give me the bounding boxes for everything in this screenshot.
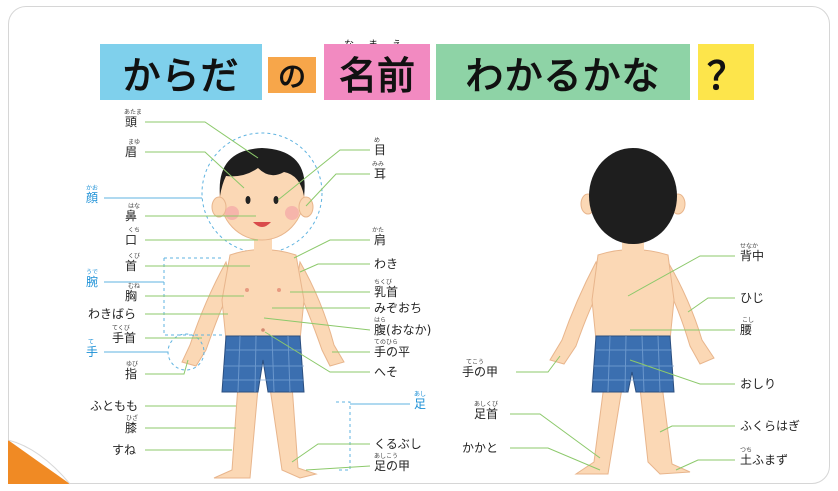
label-ruby-chest: むね bbox=[128, 283, 140, 290]
label-hand: 手 bbox=[86, 345, 98, 359]
card-frame bbox=[8, 6, 830, 484]
label-face: 顔 bbox=[86, 190, 98, 205]
label-ear: 耳 bbox=[374, 167, 386, 181]
title-box-question: ？ bbox=[698, 44, 754, 100]
title-text-wakarukana: わかるかな bbox=[465, 53, 661, 98]
label-back-of-hand: 手の甲 bbox=[462, 365, 498, 379]
label-mizoochi: みぞおち bbox=[374, 301, 422, 315]
label-ruby-instep: あしこう bbox=[374, 453, 398, 460]
title-text-namae: 名前 bbox=[338, 53, 415, 98]
corner-fold bbox=[8, 440, 70, 484]
label-wrist: 手首 bbox=[112, 331, 136, 345]
back-boy-illustration bbox=[549, 148, 715, 475]
label-ruby-mouth: くち bbox=[128, 227, 140, 234]
label-ruby-knee: ひざ bbox=[126, 414, 138, 422]
label-ruby-nipple: ちくび bbox=[374, 278, 392, 286]
label-ruby-eye: め bbox=[374, 137, 380, 144]
label-sune: すね bbox=[112, 443, 136, 457]
label-back: 背中 bbox=[740, 248, 764, 263]
label-ruby-ankle: あしくび bbox=[474, 400, 498, 408]
label-waist: 腰 bbox=[740, 323, 752, 337]
label-ruby-nose: はな bbox=[128, 203, 140, 210]
label-palm: 手の平 bbox=[374, 345, 410, 359]
label-ruby-back-of-hand: てこう bbox=[466, 359, 484, 366]
label-nose: 鼻 bbox=[125, 208, 137, 223]
title-text-karada: からだ bbox=[122, 53, 240, 98]
label-arch: 土ふまず bbox=[740, 453, 788, 467]
label-heso: へそ bbox=[374, 365, 398, 379]
label-fukurahagi: ふくらはぎ bbox=[740, 419, 800, 433]
label-nipple: 乳首 bbox=[374, 285, 398, 299]
title-box-namae: 名前 bbox=[324, 44, 430, 100]
label-ruby-wrist: てくび bbox=[112, 324, 130, 332]
label-kakato: かかと bbox=[462, 441, 498, 455]
front-right-labels: め 目 みみ 耳 かた 肩 わき ちくび 乳首 みぞおち はら 腹(おなか) て… bbox=[372, 137, 431, 473]
label-ruby-finger: ゆび bbox=[126, 360, 138, 368]
label-neck: 首 bbox=[125, 259, 137, 273]
label-oshiri: おしり bbox=[740, 377, 776, 391]
corner-fold-edge bbox=[7, 439, 71, 485]
front-boy-illustration bbox=[167, 132, 345, 479]
label-eyebrow: 眉 bbox=[125, 145, 137, 159]
title-box-karada: からだ bbox=[100, 44, 262, 100]
title-box-wakarukana: わかるかな bbox=[436, 44, 690, 100]
title-text-no: の bbox=[277, 60, 306, 93]
label-finger: 指 bbox=[125, 366, 137, 381]
label-head: 頭 bbox=[125, 115, 137, 129]
label-ruby-arch: つち bbox=[740, 447, 752, 454]
label-ruby-back: せなか bbox=[740, 243, 758, 250]
label-ruby-leg: あし bbox=[414, 391, 426, 398]
label-ruby-head: あたま bbox=[124, 109, 142, 116]
label-ruby-eyebrow: まゆ bbox=[128, 139, 140, 146]
label-knee: 膝 bbox=[125, 421, 137, 435]
label-ankle: 足首 bbox=[474, 407, 498, 421]
label-wakibara: わきばら bbox=[88, 307, 136, 321]
label-mouth: 口 bbox=[125, 233, 137, 247]
title-box-no: の bbox=[268, 57, 316, 93]
label-ruby-waist: こし bbox=[742, 317, 754, 324]
label-eye: 目 bbox=[374, 143, 386, 157]
front-left-labels: あたま 頭 まゆ 眉 かお 顔 はな 鼻 くち 口 くび 首 うで 腕 むね 胸… bbox=[86, 109, 142, 457]
title-text-question: ？ bbox=[706, 53, 745, 98]
label-instep: 足の甲 bbox=[374, 459, 410, 473]
label-ruby-ear: みみ bbox=[372, 161, 384, 168]
label-kurubushi: くるぶし bbox=[374, 437, 422, 451]
label-ruby-arm: うで bbox=[86, 269, 98, 276]
label-arm: 腕 bbox=[86, 274, 98, 289]
label-ruby-hand: て bbox=[88, 339, 94, 346]
back-labels: せなか 背中 ひじ こし 腰 おしり ふくらはぎ つち 土ふまず てこう 手の甲… bbox=[462, 243, 800, 467]
label-hiji: ひじ bbox=[740, 291, 764, 305]
label-waki: わき bbox=[374, 257, 398, 271]
label-belly: 腹(おなか) bbox=[374, 323, 431, 337]
label-leg: 足 bbox=[414, 397, 426, 411]
label-chest: 胸 bbox=[125, 288, 137, 303]
label-ruby-belly: はら bbox=[374, 317, 386, 324]
label-ruby-face: かお bbox=[86, 185, 98, 192]
face-dashed-circle bbox=[201, 132, 323, 254]
label-shoulder: 肩 bbox=[374, 232, 386, 247]
label-ruby-shoulder: かた bbox=[372, 227, 384, 234]
label-futomomo: ふともも bbox=[90, 399, 138, 413]
label-ruby-palm: てのひら bbox=[374, 339, 398, 346]
label-ruby-neck: くび bbox=[128, 252, 140, 260]
